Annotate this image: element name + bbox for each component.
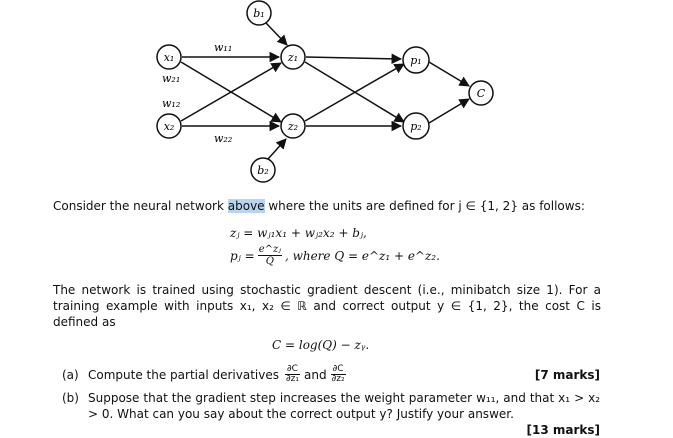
question-b: (b) Suppose that the gradient step incre… [62, 390, 600, 438]
edge-z2-p1 [304, 63, 405, 122]
question-b-marks: [13 marks] [526, 423, 601, 437]
node-b1: b₁ [246, 0, 272, 26]
node-p1: p₁ [402, 46, 430, 74]
equation-p-fraction: e^zⱼ Q [257, 244, 282, 267]
question-a-fraction-2: ∂C ∂z₂ [330, 365, 346, 384]
node-z1: z₁ [280, 44, 306, 70]
intro-paragraph: Consider the neural network above where … [53, 198, 613, 214]
weight-w22: w₂₂ [214, 132, 232, 145]
node-label: x₂ [164, 120, 175, 133]
node-z2: z₂ [280, 113, 306, 139]
edge-p1-C [428, 61, 470, 87]
question-b-label: (b) [62, 391, 79, 405]
weight-w12: w₁₂ [162, 97, 180, 110]
question-a-fraction-1: ∂C ∂z₁ [285, 365, 300, 384]
equation-p-lhs: pⱼ = [230, 248, 255, 263]
equation-p-numerator: e^zⱼ [257, 244, 282, 256]
question-a-and: and [304, 367, 327, 382]
question-a-text: Compute the partial derivatives [88, 367, 279, 382]
intro-after: where the units are defined for j ∈ {1, … [264, 199, 585, 213]
equation-p-where: , where Q = e^z₁ + e^z₂. [284, 248, 440, 263]
fraction-numerator: ∂C [285, 365, 300, 375]
equation-z: zⱼ = wⱼ₁x₁ + wⱼ₂x₂ + bⱼ, [230, 226, 367, 240]
edge-z1-p1 [305, 53, 403, 65]
node-label: z₂ [287, 120, 298, 133]
equation-p: pⱼ = e^zⱼ Q , where Q = e^z₁ + e^z₂. [230, 244, 440, 267]
question-a-marks: [7 marks] [534, 367, 600, 382]
edge-b1-z1 [265, 22, 288, 46]
edge-b2-z2 [267, 138, 287, 160]
cost-equation: C = log(Q) − zᵧ. [272, 338, 370, 352]
edge-p2-C [428, 98, 470, 124]
node-C: C [468, 80, 494, 106]
node-label: p₂ [410, 120, 421, 133]
node-label: b₁ [253, 7, 264, 20]
equation-p-denominator: Q [265, 256, 274, 267]
node-label: C [477, 87, 486, 100]
edge-x2-z1 [180, 62, 282, 122]
question-a-label: (a) [62, 367, 79, 382]
fraction-numerator: ∂C [330, 365, 346, 375]
intro-highlight: above [227, 199, 265, 213]
question-b-text: Suppose that the gradient step increases… [88, 391, 600, 421]
fraction-denominator: ∂z₂ [331, 374, 345, 384]
node-x2: x₂ [156, 113, 182, 139]
weight-w21: w₂₁ [162, 72, 180, 85]
intro-before: Consider the neural network [53, 199, 228, 213]
node-label: z₁ [287, 51, 298, 64]
fraction-denominator: ∂z₁ [286, 374, 299, 384]
node-label: p₁ [410, 54, 421, 67]
question-a: (a) Compute the partial derivatives ∂C ∂… [62, 365, 600, 384]
weight-w11: w₁₁ [214, 41, 232, 54]
training-paragraph: The network is trained using stochastic … [53, 283, 601, 329]
node-p2: p₂ [402, 112, 430, 140]
node-x1: x₁ [156, 44, 182, 70]
node-label: x₁ [164, 51, 175, 64]
node-label: b₂ [257, 164, 268, 177]
node-b2: b₂ [250, 157, 276, 183]
neural-network-diagram: b₁ x₁ x₂ z₁ z₂ p₁ p₂ C b₂ w₁₁ w₂₁ w₁₂ w₂… [156, 0, 494, 183]
